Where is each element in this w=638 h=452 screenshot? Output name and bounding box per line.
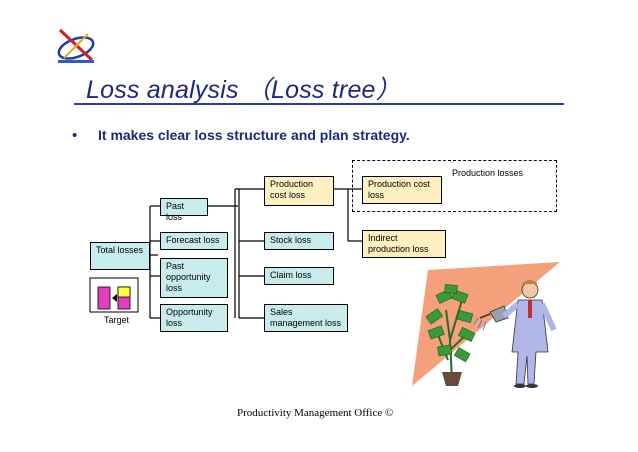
page-title: Loss analysis （Loss tree） xyxy=(86,76,401,104)
bullet-marker: • xyxy=(72,127,78,144)
title-divider xyxy=(74,103,564,105)
production-losses-group xyxy=(352,160,557,212)
total-losses-box: Total losses xyxy=(90,242,150,270)
forecast-loss-box: Forecast loss xyxy=(160,232,228,250)
past-loss-box: Past loss xyxy=(160,198,208,222)
bullet-text: It makes clear loss structure and plan s… xyxy=(98,127,410,143)
indirect-production-loss-box: Indirect production loss xyxy=(362,230,446,258)
production-cost-loss-box: Production cost loss xyxy=(264,176,334,206)
target-label: Target xyxy=(104,315,130,325)
money-tree-illustration xyxy=(412,262,560,388)
sales-management-loss-box: Sales management loss xyxy=(264,304,348,332)
production-cost-loss-right-box: Production cost loss xyxy=(362,176,442,204)
footer-text: Productivity Management Office © xyxy=(237,407,394,419)
claim-loss-box: Claim loss xyxy=(264,267,334,285)
stock-loss-box: Stock loss xyxy=(264,232,334,250)
target-icon xyxy=(89,277,139,313)
past-opportunity-loss-box: Past opportunity loss xyxy=(160,258,228,298)
opportunity-loss-box: Opportunity loss xyxy=(160,304,228,332)
production-losses-label: Production losses xyxy=(452,168,524,178)
